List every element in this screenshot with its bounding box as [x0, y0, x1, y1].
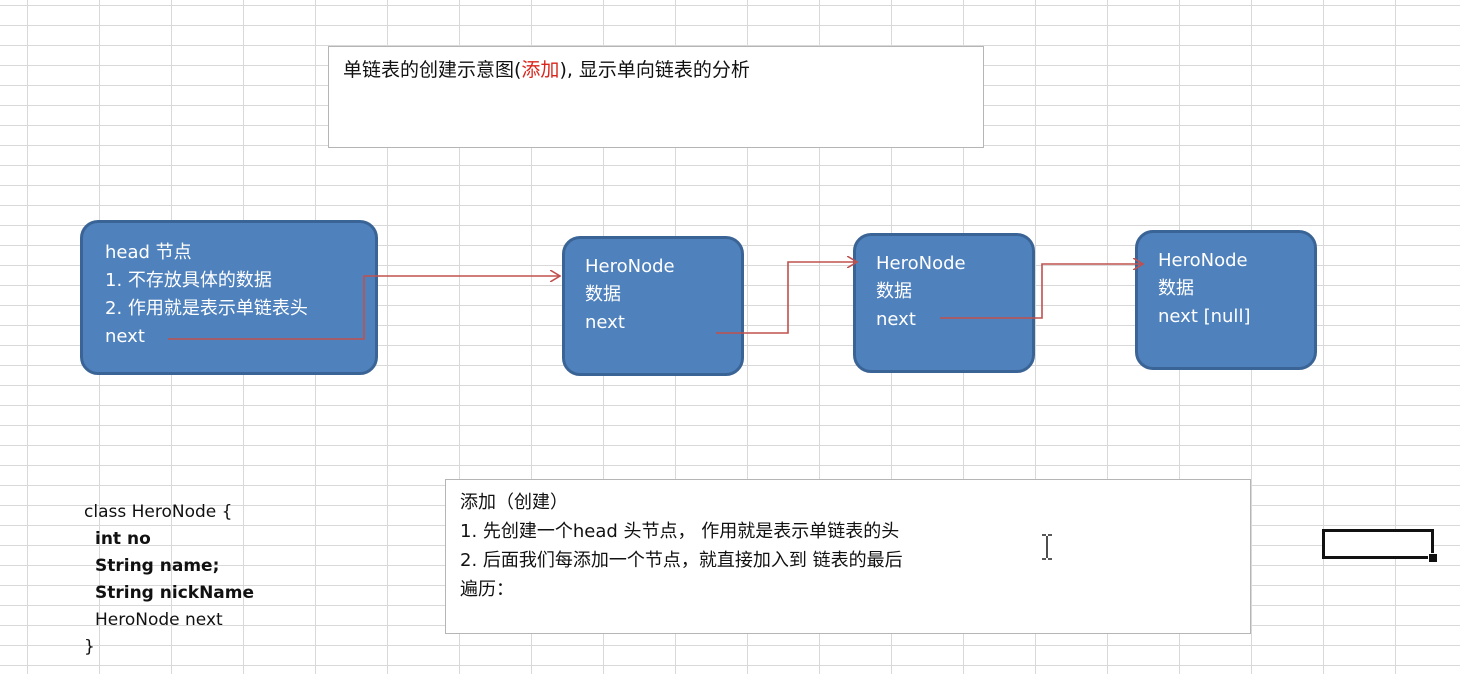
head-node-line-1: 1. 不存放具体的数据: [105, 270, 272, 291]
title-prefix: 单链表的创建示意图(: [343, 59, 522, 81]
head-node-label: head 节点: [105, 242, 192, 263]
ibeam-cursor-icon: [1042, 534, 1052, 560]
code-line-next: HeroNode next: [95, 610, 223, 630]
code-line-close: }: [84, 637, 95, 657]
hero-node-3-name: HeroNode: [1158, 250, 1248, 271]
info-line-2: 2. 后面我们每添加一个节点，就直接加入到 链表的最后: [460, 550, 903, 571]
title-highlight: 添加: [521, 59, 560, 81]
head-node[interactable]: head 节点 1. 不存放具体的数据 2. 作用就是表示单链表头 next: [80, 220, 378, 375]
code-line-name: String name;: [95, 556, 220, 576]
hero-node-1-name: HeroNode: [585, 256, 675, 277]
hero-node-2-data: 数据: [876, 281, 912, 302]
head-node-next: next: [105, 326, 145, 347]
code-snippet: class HeroNode { int no String name; Str…: [84, 499, 254, 661]
hero-node-2-name: HeroNode: [876, 253, 966, 274]
head-node-line-2: 2. 作用就是表示单链表头: [105, 298, 308, 319]
code-line-class: class HeroNode {: [84, 502, 233, 522]
hero-node-3[interactable]: HeroNode 数据 next [null]: [1135, 230, 1317, 370]
info-line-1: 1. 先创建一个head 头节点， 作用就是表示单链表的头: [460, 521, 900, 542]
hero-node-3-data: 数据: [1158, 278, 1194, 299]
hero-node-1[interactable]: HeroNode 数据 next: [562, 236, 744, 376]
info-heading: 添加（创建）: [460, 492, 568, 513]
fill-handle[interactable]: [1428, 553, 1438, 563]
info-line-3: 遍历：: [460, 579, 514, 600]
hero-node-1-next: next: [585, 312, 625, 333]
code-line-nickname: String nickName: [95, 583, 255, 603]
hero-node-2-next: next: [876, 309, 916, 330]
info-textbox[interactable]: 添加（创建） 1. 先创建一个head 头节点， 作用就是表示单链表的头 2. …: [445, 479, 1251, 634]
hero-node-1-data: 数据: [585, 284, 621, 305]
hero-node-3-next: next [null]: [1158, 306, 1251, 327]
hero-node-2[interactable]: HeroNode 数据 next: [853, 233, 1035, 373]
title-suffix: ), 显示单向链表的分析: [559, 59, 750, 81]
code-line-no: int no: [95, 529, 151, 549]
title-textbox[interactable]: 单链表的创建示意图(添加), 显示单向链表的分析: [328, 46, 984, 148]
selected-cell[interactable]: [1322, 529, 1434, 559]
